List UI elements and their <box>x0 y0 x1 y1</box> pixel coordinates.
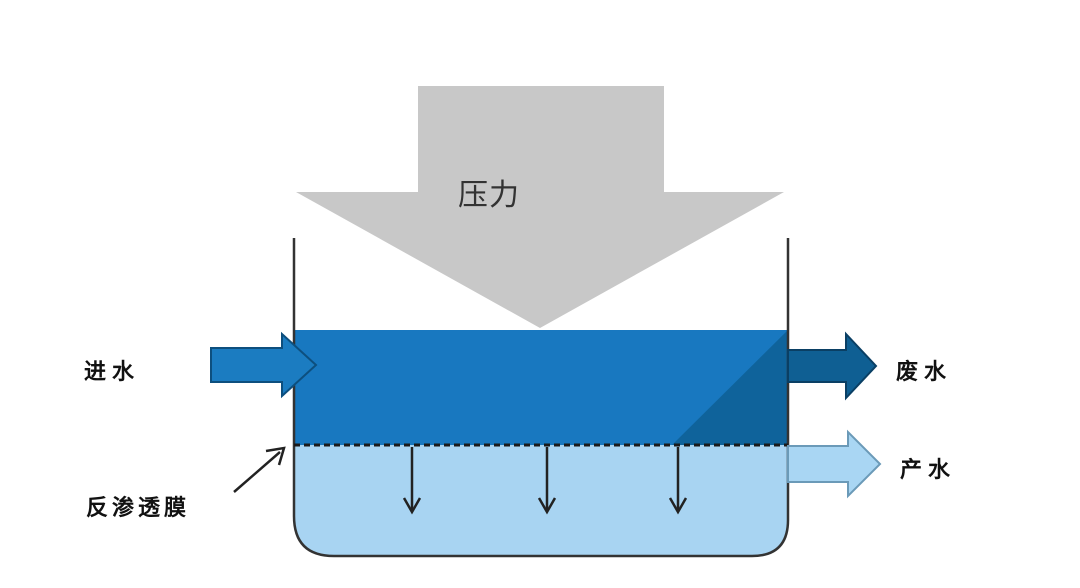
pressure-arrow <box>296 86 784 328</box>
product-arrow <box>787 429 882 499</box>
inlet-arrow <box>210 331 318 399</box>
permeate-flow-arrow <box>537 447 557 515</box>
vessel-outline <box>292 238 790 558</box>
permeate-flow-arrow <box>668 447 688 515</box>
membrane-label: 反渗透膜 <box>86 496 191 521</box>
product-label: 产水 <box>900 458 957 483</box>
pressure-label: 压力 <box>458 178 520 213</box>
waste-arrow <box>787 331 878 401</box>
waste-label: 废水 <box>896 360 953 385</box>
membrane-pointer <box>233 446 286 493</box>
inlet-label: 进水 <box>84 360 141 385</box>
permeate-flow-arrow <box>402 447 422 515</box>
concentrate-zone <box>672 330 788 445</box>
